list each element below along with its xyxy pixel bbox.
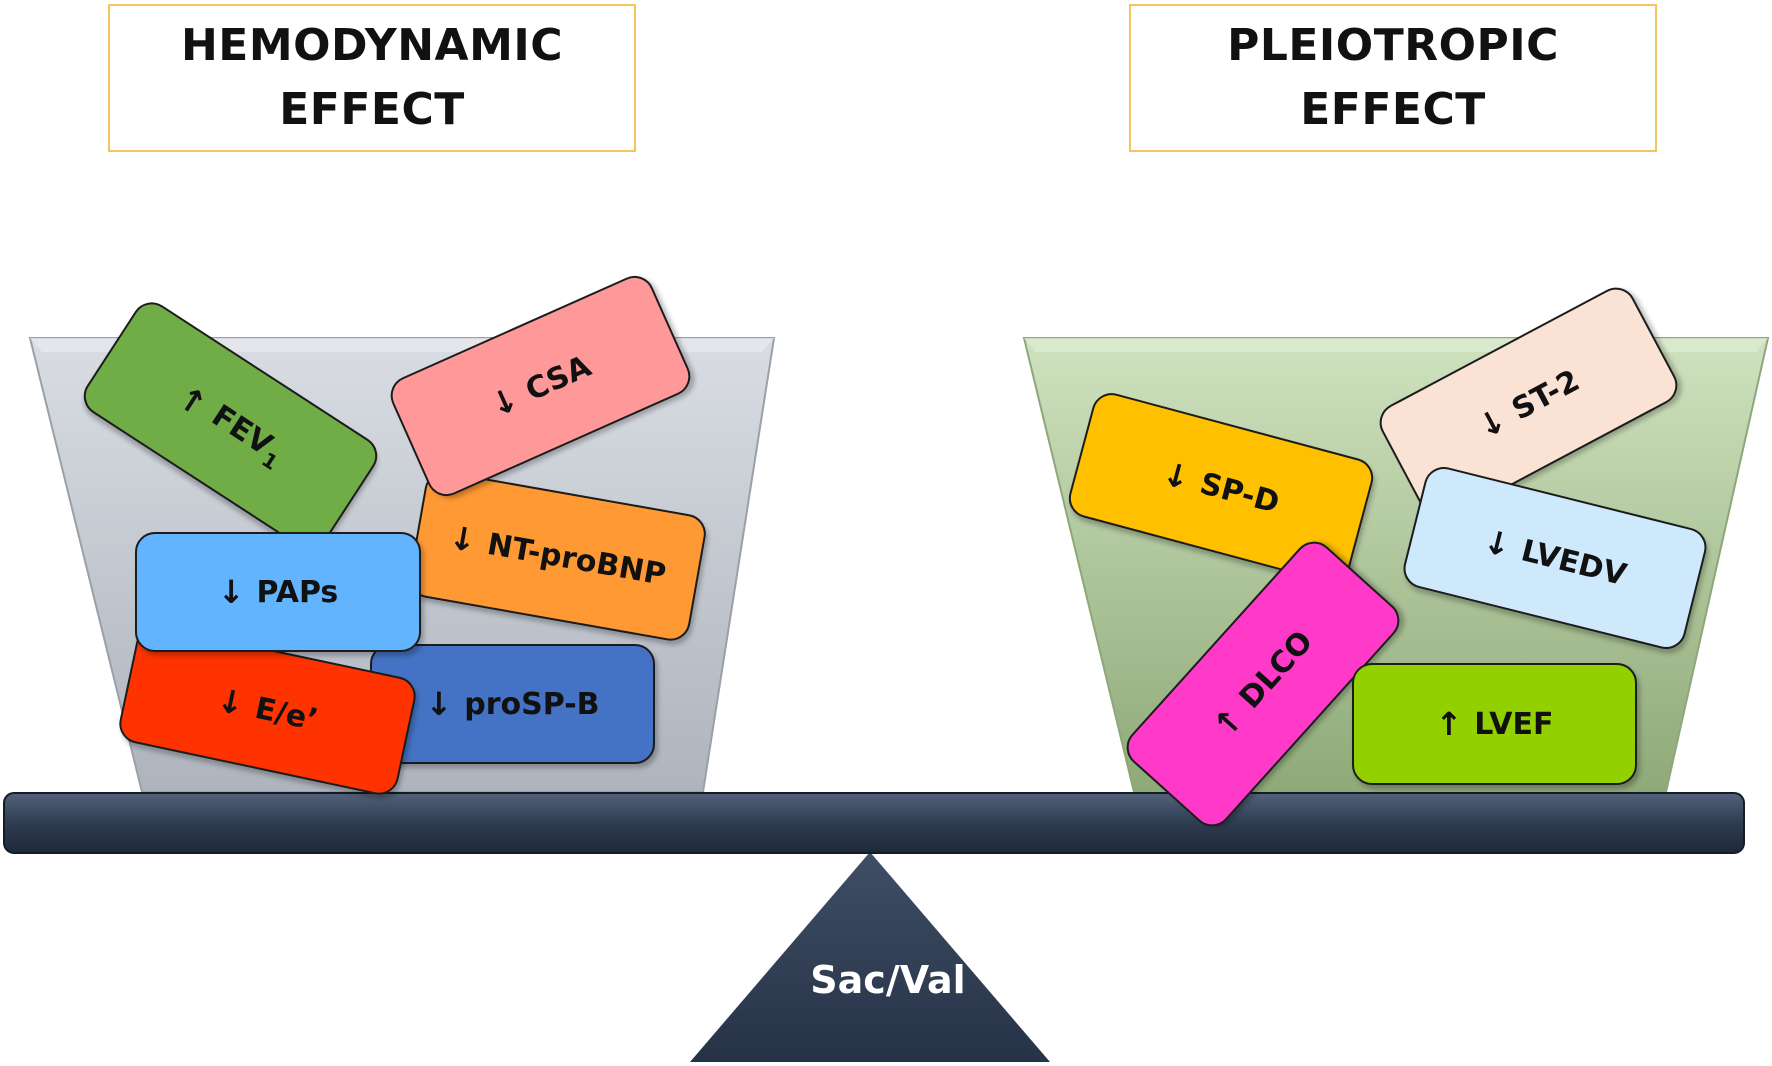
arrow-down-icon: ↓ xyxy=(1479,521,1515,566)
arrow-up-icon: ↑ xyxy=(170,377,214,425)
balance-beam xyxy=(3,792,1745,854)
hemodynamic-effect-header: HEMODYNAMIC EFFECT xyxy=(108,4,636,152)
pleiotropic-effect-header: PLEIOTROPIC EFFECT xyxy=(1129,4,1657,152)
header-line: PLEIOTROPIC xyxy=(1227,20,1559,71)
arrow-down-icon: ↓ xyxy=(1158,454,1195,498)
arrow-down-icon: ↓ xyxy=(213,680,248,724)
card-label: LVEDV xyxy=(1517,532,1630,593)
card-label: proSP-B xyxy=(464,686,600,722)
card-label: PAPs xyxy=(256,574,339,610)
card-label: E/e’ xyxy=(251,690,322,738)
header-line: EFFECT xyxy=(279,84,465,135)
header-line: EFFECT xyxy=(1300,84,1486,135)
paps-card: ↓ PAPs xyxy=(135,532,421,652)
arrow-up-icon: ↑ xyxy=(1205,699,1252,746)
arrow-up-icon: ↑ xyxy=(1435,705,1463,743)
card-label: LVEF xyxy=(1474,706,1554,742)
arrow-down-icon: ↓ xyxy=(425,685,453,723)
card-label: DLCO xyxy=(1232,623,1320,716)
card-label: NT-proBNP xyxy=(484,526,669,593)
card-label: ST-2 xyxy=(1506,362,1586,428)
lvef-card: ↑ LVEF xyxy=(1352,663,1637,785)
arrow-down-icon: ↓ xyxy=(1471,400,1513,447)
fulcrum-triangle xyxy=(690,852,1050,1062)
card-label: FEV1 xyxy=(205,398,283,475)
arrow-down-icon: ↓ xyxy=(484,379,525,425)
fulcrum-label: Sac/Val xyxy=(810,958,966,1002)
card-label: SP-D xyxy=(1196,465,1284,521)
prospb-card: ↓ proSP-B xyxy=(370,644,655,764)
arrow-down-icon: ↓ xyxy=(446,518,480,561)
arrow-down-icon: ↓ xyxy=(217,573,245,611)
card-label: CSA xyxy=(520,348,597,408)
header-line: HEMODYNAMIC xyxy=(180,20,564,71)
